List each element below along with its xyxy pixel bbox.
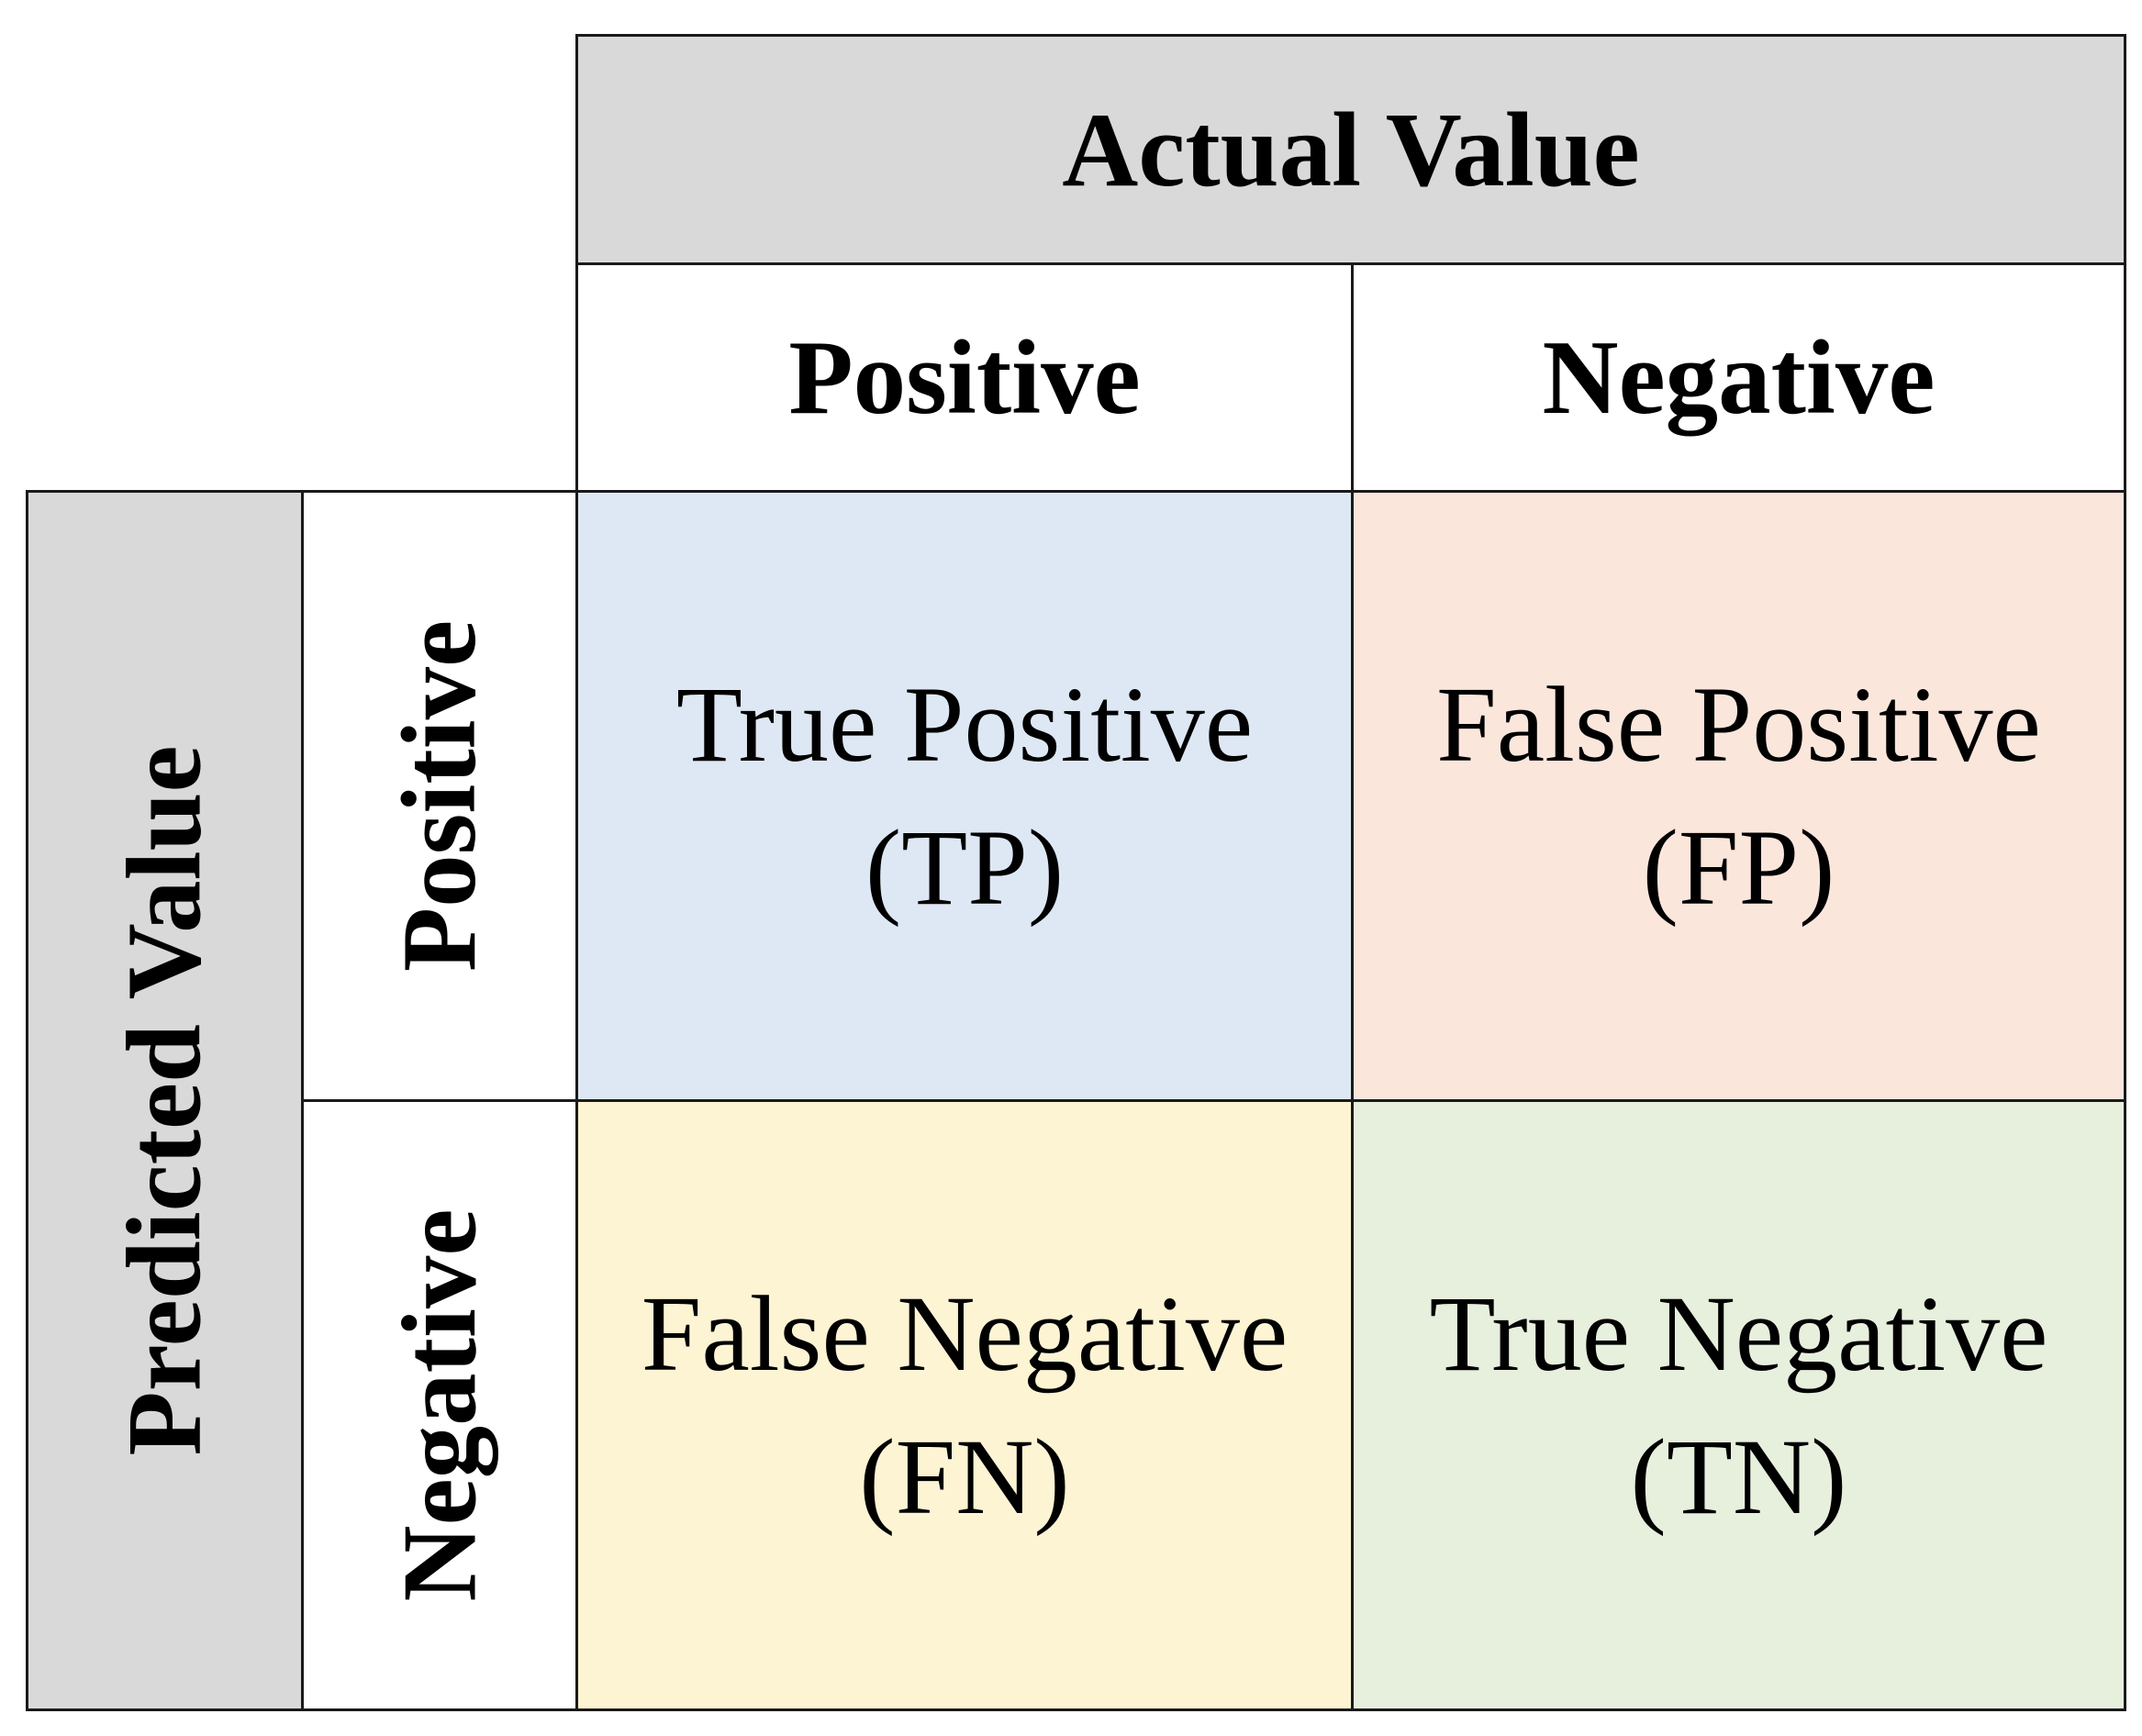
actual-value-title: Actual Value — [1062, 91, 1640, 208]
actual-positive-label: Positive — [788, 319, 1141, 436]
true-negative-cell: True Negative (TN) — [1351, 1099, 2126, 1711]
true-positive-label: True Positive — [675, 663, 1254, 785]
false-positive-text: False Positive (FP) — [1436, 653, 2041, 940]
predicted-value-header: Predicted Value — [26, 490, 304, 1711]
true-positive-cell: True Positive (TP) — [575, 490, 1354, 1102]
false-negative-abbr: (FN) — [859, 1416, 1070, 1537]
actual-positive-header: Positive — [575, 262, 1354, 493]
false-negative-text: False Negative (FN) — [641, 1263, 1289, 1549]
true-positive-text: True Positive (TP) — [676, 653, 1253, 940]
true-negative-label: True Negative — [1429, 1273, 2048, 1394]
true-negative-text: True Negative (TN) — [1429, 1263, 2047, 1549]
predicted-positive-label: Positive — [381, 619, 498, 973]
predicted-negative-label: Negative — [381, 1208, 498, 1602]
predicted-value-title: Predicted Value — [106, 745, 223, 1456]
false-positive-cell: False Positive (FP) — [1351, 490, 2126, 1102]
actual-value-header: Actual Value — [575, 34, 2126, 265]
false-positive-label: False Positive — [1436, 663, 2041, 785]
false-positive-abbr: (FP) — [1642, 807, 1835, 928]
actual-negative-header: Negative — [1351, 262, 2126, 493]
false-negative-label: False Negative — [641, 1273, 1289, 1394]
actual-negative-label: Negative — [1542, 319, 1936, 436]
predicted-negative-header: Negative — [301, 1099, 578, 1711]
predicted-positive-header: Positive — [301, 490, 578, 1102]
true-negative-abbr: (TN) — [1630, 1416, 1847, 1537]
false-negative-cell: False Negative (FN) — [575, 1099, 1354, 1711]
true-positive-abbr: (TP) — [865, 807, 1065, 928]
